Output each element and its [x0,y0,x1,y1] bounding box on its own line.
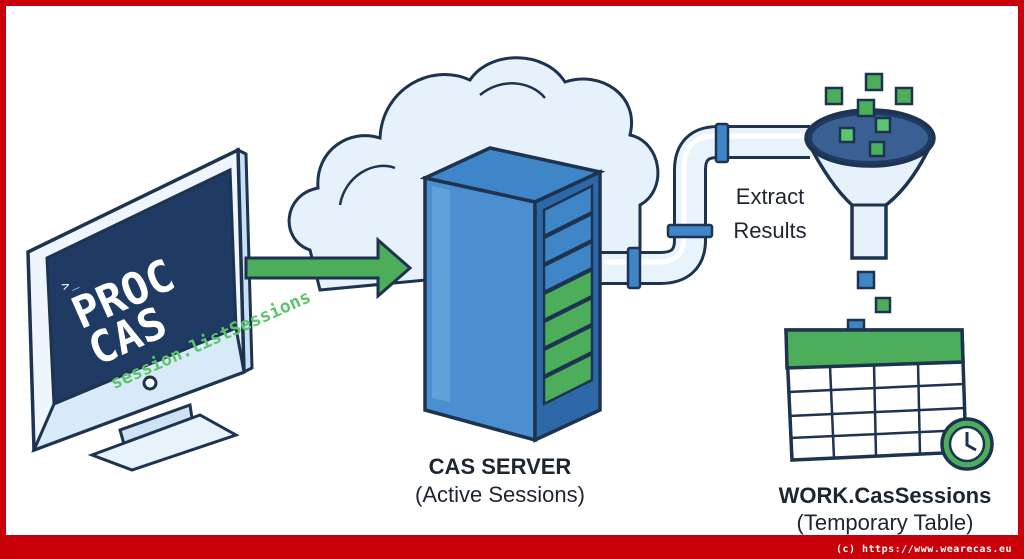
request-arrow-icon [244,236,413,300]
computer-monitor [26,147,254,472]
server-subtitle: (Active Sessions) [415,482,585,507]
table-icon [784,328,968,462]
cloud-back-lines [338,82,546,206]
server-tower-icon [419,146,606,443]
funnel-icon [804,108,936,260]
table-subtitle: (Temporary Table) [796,510,974,535]
server-title: CAS SERVER [428,454,572,479]
clock-icon [940,417,994,471]
pipe-icon [600,122,810,290]
data-cube-icons [824,72,914,338]
extract-results-label: Extract Results [733,184,807,243]
table-title: WORK.CasSessions [778,483,992,508]
terminal-prompt: >_ [59,275,80,295]
footer-copyright[interactable]: (c) https://www.wearecas.eu [835,544,1012,555]
